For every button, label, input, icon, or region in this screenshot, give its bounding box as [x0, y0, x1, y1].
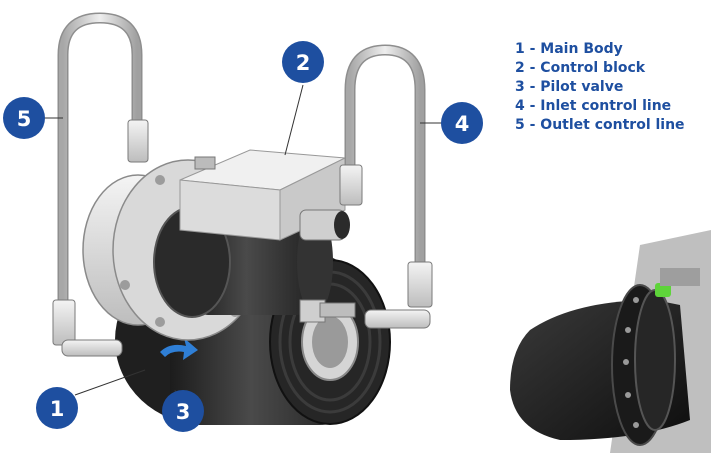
callout-1: 1 [36, 387, 78, 429]
outlet-control-line [52, 12, 149, 357]
callout-4: 4 [441, 102, 483, 144]
inlet-control-line [339, 44, 433, 329]
svg-text:2: 2 [296, 51, 311, 75]
svg-text:1: 1 [50, 397, 65, 421]
arrow-right-icon [160, 338, 198, 360]
svg-text:3: 3 [176, 400, 191, 424]
legend-item-main-body: 1 - Main Body [515, 41, 623, 57]
svg-text:5: 5 [17, 107, 32, 131]
legend-item-outlet-control-line: 5 - Outlet control line [515, 117, 685, 133]
legend: 1 - Main Body 2 - Control block 3 - Pilo… [515, 40, 685, 135]
callout-5: 5 [3, 97, 45, 139]
leader-lines [40, 84, 445, 411]
legend-item-pilot-valve: 3 - Pilot valve [515, 79, 624, 95]
svg-text:4: 4 [455, 112, 470, 136]
legend-item-inlet-control-line: 4 - Inlet control line [515, 98, 672, 114]
green-cap [655, 283, 671, 297]
callout-3: 3 [162, 390, 204, 432]
control-block [179, 149, 350, 241]
legend-item-control-block: 2 - Control block [515, 60, 646, 76]
product-photo [510, 230, 711, 453]
callout-2: 2 [282, 41, 324, 83]
